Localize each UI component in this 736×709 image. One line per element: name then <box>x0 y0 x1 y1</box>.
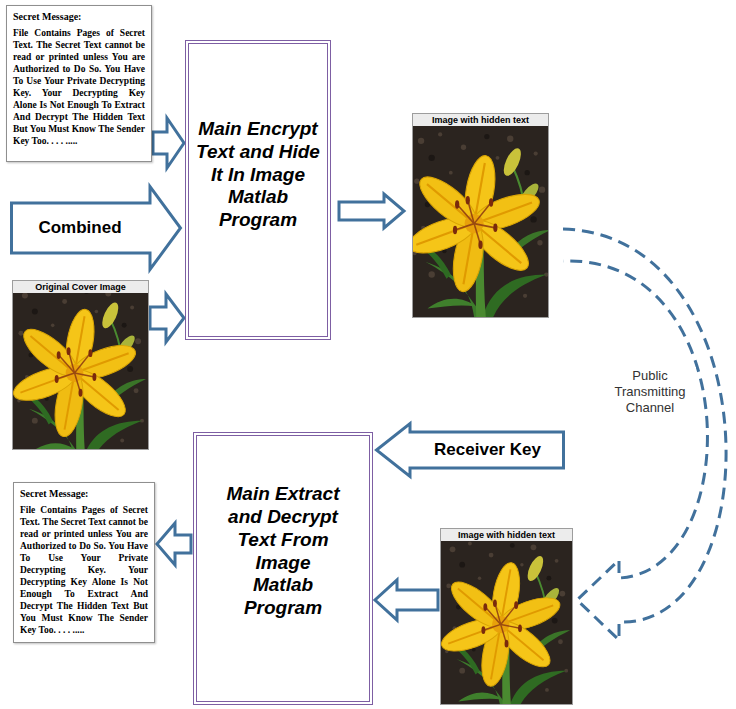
program-title: Main Encrypt Text and Hide It In Image M… <box>193 118 323 232</box>
document-body: File Contains Pages of Secret Text. The … <box>13 27 145 147</box>
program-box: Main Extract and Decrypt Text From Image… <box>193 432 373 705</box>
flower-photo <box>438 536 572 709</box>
block-arrow <box>157 523 191 565</box>
image-frame: Image with hidden text <box>412 113 549 318</box>
program-box: Main Encrypt Text and Hide It In Image M… <box>185 40 331 340</box>
document-heading: Secret Message: <box>13 10 145 23</box>
block-arrow <box>153 118 184 168</box>
dashed-channel-arrow <box>563 229 726 640</box>
arrow-label: Combined <box>10 203 150 253</box>
block-arrow <box>150 294 184 342</box>
block-arrow <box>375 580 438 620</box>
edge-label: Public Transmitting Channel <box>604 367 696 418</box>
block-arrow <box>339 194 404 228</box>
document-body: File Contains Pages of Secret Text. The … <box>20 504 148 636</box>
arrow-label: Receiver Key <box>410 432 565 468</box>
image-caption: Original Cover Image <box>13 281 148 293</box>
block-arrow-box: Receiver Key <box>375 422 565 478</box>
message-document: Secret Message: File Contains Pages of Se… <box>6 5 152 162</box>
flower-photo <box>405 126 553 317</box>
image-frame: Original Cover Image <box>12 280 149 450</box>
message-document: Secret Message: File Contains Pages of Se… <box>13 482 155 643</box>
flower-photo <box>9 282 148 461</box>
document-heading: Secret Message: <box>20 487 148 500</box>
program-title: Main Extract and Decrypt Text From Image… <box>225 483 341 620</box>
image-frame: Image with hidden text <box>440 528 573 705</box>
image-caption: Image with hidden text <box>441 529 572 541</box>
image-caption: Image with hidden text <box>413 114 548 126</box>
block-arrow-box: Combined <box>10 185 182 271</box>
